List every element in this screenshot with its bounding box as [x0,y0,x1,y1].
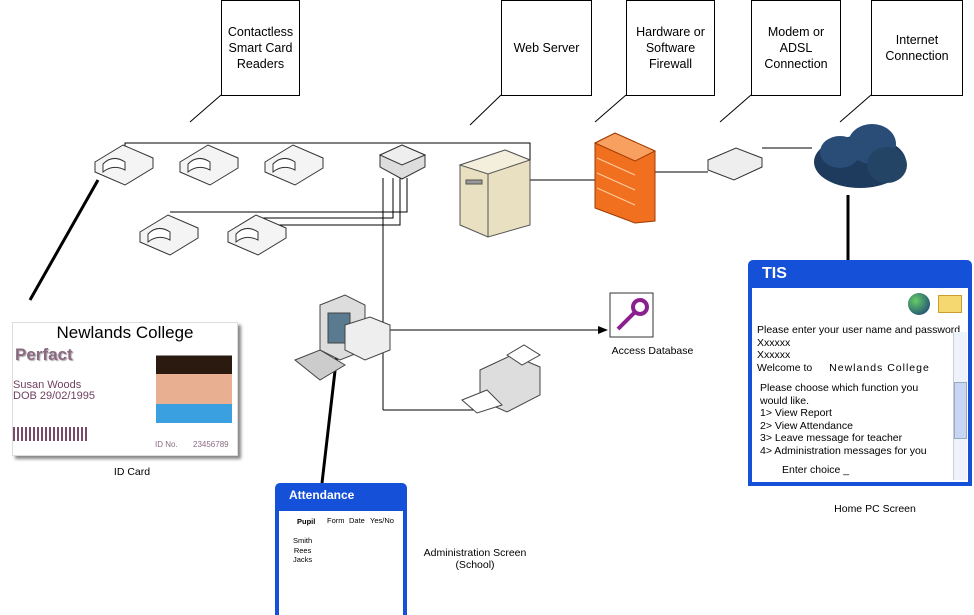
tis-option[interactable]: 4> Administration messages for you [760,444,927,457]
card-name: Susan Woods [13,379,82,391]
tis-option[interactable]: 3> Leave message for teacher [760,432,903,444]
home-pc-label: Home PC Screen [834,503,916,515]
id-card-label: ID Card [113,466,151,478]
admin-screen-label: Administration Screen (School) [423,547,527,571]
id-card: Newlands College Perfact Susan Woods DOB… [12,322,238,456]
callout-firewall: Hardware or Software Firewall [626,0,715,96]
tis-welcome: Welcome to [757,361,813,374]
tis-prompt: Please enter your user name and password [757,324,961,336]
tis-choose: Please choose which function you would l… [760,382,919,407]
server-icon [458,149,532,238]
tis-username[interactable]: Xxxxxx [757,336,791,349]
pupil-row: Jacks [293,555,313,564]
attendance-title: Attendance [289,488,355,502]
globe-icon[interactable] [908,293,930,315]
student-photo [156,348,232,423]
callout-modem: Modem or ADSL Connection [751,0,841,96]
card-id-number: 23456789 [193,440,229,449]
callout-web-server: Web Server [501,0,592,96]
col-pupil: Pupil [297,517,316,526]
tis-window: TIS Please enter your user name and pass… [748,260,972,486]
firewall-icon [593,132,657,224]
pupil-row: Smith [293,536,313,545]
attendance-window: Attendance Pupil Form Date Yes/No Smith … [275,483,407,615]
col-form: Form [327,516,345,525]
tis-option[interactable]: 1> View Report [760,407,832,419]
barcode [13,427,87,441]
tis-option[interactable]: 2> View Attendance [760,419,853,432]
modem-icon [707,147,763,181]
card-id-label: ID No. [155,440,178,449]
card-college: Newlands College [56,323,194,342]
tis-enter-choice[interactable]: Enter choice _ [782,464,850,476]
access-database-icon [609,292,654,338]
scroll-thumb[interactable] [954,382,967,439]
col-yesno: Yes/No [370,516,394,525]
access-database-label: Access Database [611,345,694,357]
card-role: Perfact [15,345,73,364]
hub-icon [378,144,427,180]
cloud-icon [814,124,907,188]
callout-readers: Contactless Smart Card Readers [221,0,300,96]
card-dob: DOB 29/02/1995 [13,390,95,402]
tis-title: TIS [762,265,787,282]
pupil-row: Rees [293,545,312,555]
printer-icon [461,344,541,414]
tis-scrollbar[interactable] [953,332,967,480]
card-reader-icons [94,144,324,256]
tis-password[interactable]: Xxxxxx [757,349,791,361]
envelope-icon[interactable] [938,295,962,313]
col-date: Date [349,516,365,525]
computer-icon [294,294,391,381]
tis-college: Newlands College [829,361,930,374]
callout-internet: Internet Connection [871,0,963,96]
